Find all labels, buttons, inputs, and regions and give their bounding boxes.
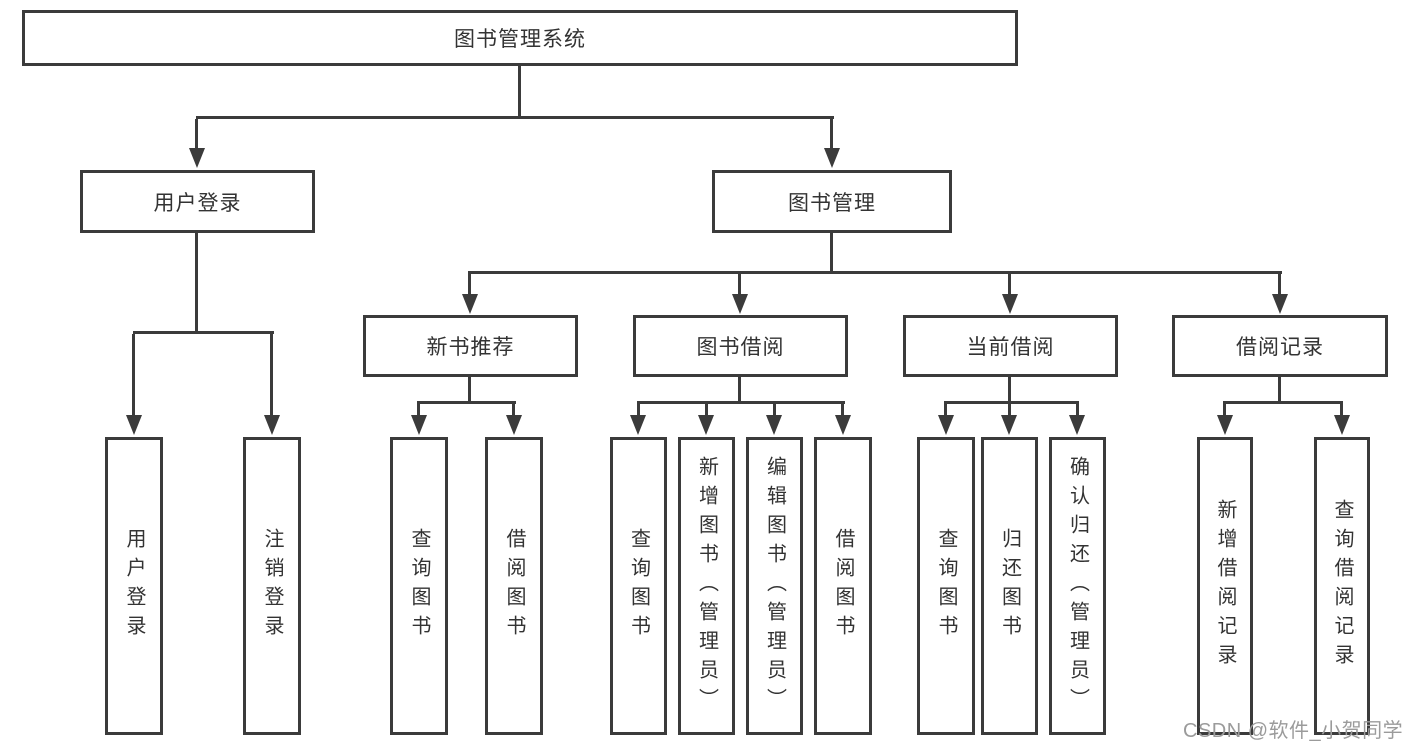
- leaf-query-borrow-record-label: 查询借阅记录: [1331, 499, 1353, 673]
- connector-leaf10-stem: [1008, 404, 1011, 418]
- leaf-query-borrow-record: 查询借阅记录: [1314, 437, 1370, 735]
- connector-records-stem: [1278, 274, 1281, 297]
- connector-leaf9-stem: [944, 404, 947, 418]
- connector-level3-bar: [468, 271, 1282, 274]
- connector-leaf8-stem: [841, 404, 844, 418]
- connector-bookmgmt-down: [830, 233, 833, 274]
- arrow-to-leaf4: [506, 415, 522, 435]
- leaf-edit-books-admin: 编辑图书（管理员）: [746, 437, 803, 735]
- connector-leaf11-stem: [1076, 404, 1079, 418]
- node-book-borrowing: 图书借阅: [633, 315, 848, 377]
- leaf-confirm-return-admin: 确认归还（管理员）: [1049, 437, 1106, 735]
- connector-records-bar: [1223, 401, 1343, 404]
- leaf-query-books-1-label: 查询图书: [408, 528, 430, 644]
- leaf-user-login-label: 用户登录: [123, 528, 145, 644]
- connector-borrow-down: [738, 377, 741, 403]
- arrow-to-leaf3: [411, 415, 427, 435]
- connector-leaf6-stem: [705, 404, 708, 418]
- arrow-to-leaf1: [126, 415, 142, 435]
- connector-current-stem: [1008, 274, 1011, 297]
- connector-leaf13-stem: [1340, 404, 1343, 418]
- connector-leaf3-stem: [417, 404, 420, 418]
- leaf-borrow-books-1: 借阅图书: [485, 437, 543, 735]
- watermark: CSDN @软件_小贺同学: [1183, 720, 1404, 742]
- arrow-to-login: [189, 148, 205, 168]
- leaf-logout: 注销登录: [243, 437, 301, 735]
- connector-leaf2-stem: [270, 334, 273, 418]
- leaf-add-borrow-record-label: 新增借阅记录: [1214, 499, 1236, 673]
- leaf-add-books-admin: 新增图书（管理员）: [678, 437, 735, 735]
- connector-newbook-stem: [468, 274, 471, 297]
- leaf-return-books-label: 归还图书: [998, 528, 1021, 644]
- connector-current-bar: [944, 401, 1079, 404]
- leaf-query-books-3: 查询图书: [917, 437, 975, 735]
- arrow-to-bookmgmt: [824, 148, 840, 168]
- arrow-to-leaf13: [1334, 415, 1350, 435]
- connector-newbook-down: [468, 377, 471, 403]
- node-borrowing-records: 借阅记录: [1172, 315, 1388, 377]
- connector-leaf7-stem: [773, 404, 776, 418]
- arrow-to-leaf5: [630, 415, 646, 435]
- leaf-borrow-books-2: 借阅图书: [814, 437, 872, 735]
- connector-current-down: [1008, 377, 1011, 403]
- arrow-to-leaf9: [938, 415, 954, 435]
- connector-login-bar: [133, 331, 274, 334]
- arrow-to-leaf2: [264, 415, 280, 435]
- arrow-to-leaf10: [1001, 415, 1017, 435]
- connector-borrow-stem: [738, 274, 741, 297]
- leaf-borrow-books-1-label: 借阅图书: [503, 528, 525, 644]
- node-root: 图书管理系统: [22, 10, 1018, 66]
- connector-records-down: [1278, 377, 1281, 403]
- connector-login-down: [195, 233, 198, 333]
- node-current-borrowing: 当前借阅: [903, 315, 1118, 377]
- connector-root-bar: [196, 116, 834, 119]
- leaf-query-books-2-label: 查询图书: [627, 528, 650, 644]
- leaf-query-books-2: 查询图书: [610, 437, 667, 735]
- arrow-to-leaf11: [1069, 415, 1085, 435]
- leaf-confirm-return-admin-label: 确认归还（管理员）: [1066, 455, 1089, 717]
- leaf-borrow-books-2-label: 借阅图书: [832, 528, 854, 644]
- arrow-to-leaf12: [1217, 415, 1233, 435]
- node-user-login: 用户登录: [80, 170, 315, 233]
- arrow-to-borrow: [732, 294, 748, 314]
- leaf-add-borrow-record: 新增借阅记录: [1197, 437, 1253, 735]
- leaf-user-login: 用户登录: [105, 437, 163, 735]
- connector-root-stem: [518, 66, 521, 118]
- connector-login-stem: [195, 119, 198, 151]
- leaf-edit-books-admin-label: 编辑图书（管理员）: [763, 455, 786, 717]
- connector-bookmgmt-stem: [830, 119, 833, 151]
- connector-newbook-bar: [417, 401, 516, 404]
- connector-leaf12-stem: [1223, 404, 1226, 418]
- connector-leaf4-stem: [512, 404, 515, 418]
- connector-leaf5-stem: [637, 404, 640, 418]
- leaf-query-books-1: 查询图书: [390, 437, 448, 735]
- node-new-book-recommend: 新书推荐: [363, 315, 578, 377]
- leaf-return-books: 归还图书: [981, 437, 1038, 735]
- connector-borrow-bar: [637, 401, 845, 404]
- leaf-logout-label: 注销登录: [261, 528, 283, 644]
- arrow-to-leaf6: [698, 415, 714, 435]
- arrow-to-records: [1272, 294, 1288, 314]
- arrow-to-newbook: [462, 294, 478, 314]
- arrow-to-current: [1002, 294, 1018, 314]
- arrow-to-leaf7: [766, 415, 782, 435]
- leaf-query-books-3-label: 查询图书: [935, 528, 957, 644]
- node-book-management: 图书管理: [712, 170, 952, 233]
- arrow-to-leaf8: [835, 415, 851, 435]
- connector-leaf1-stem: [132, 334, 135, 418]
- leaf-add-books-admin-label: 新增图书（管理员）: [695, 455, 718, 717]
